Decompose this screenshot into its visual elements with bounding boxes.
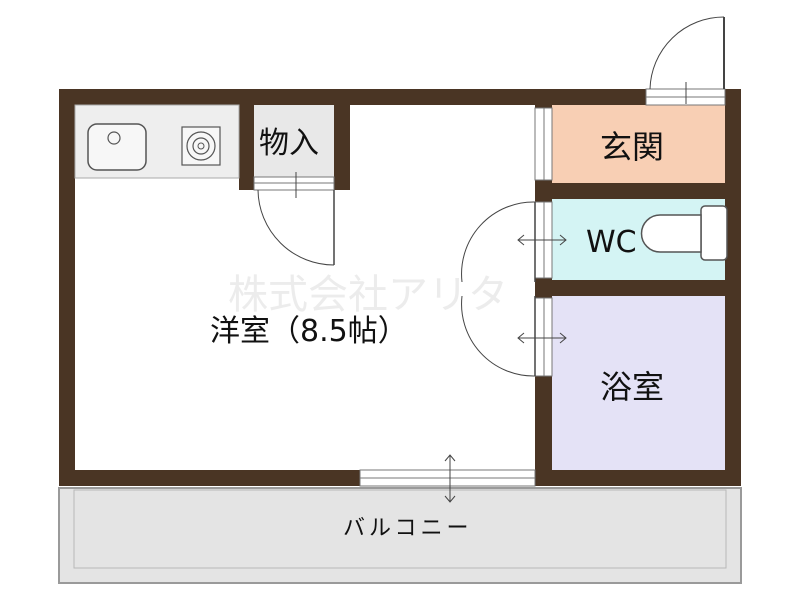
wall-storage-left (239, 105, 254, 190)
wc-door-arrow-head (559, 234, 567, 246)
watermark-text: 株式会社アリタ (228, 272, 508, 318)
stove-burner-inner-icon (192, 137, 210, 155)
stove-icon (181, 126, 221, 166)
wall-wc-bottom (535, 280, 725, 296)
bath-door-swing (461, 295, 536, 377)
entrance-door-swing (649, 16, 725, 90)
western-room-label: 洋室（8.5帖） (210, 314, 408, 349)
wc-door-arrow-tail (517, 234, 525, 246)
wall-top (59, 89, 741, 105)
entrance-label: 玄関 (600, 128, 664, 166)
wc-door-swing (461, 201, 536, 283)
entrance-room (552, 105, 725, 183)
bathroom-room (552, 296, 725, 470)
balcony-label: バルコニー (343, 516, 473, 541)
wall-entrance-bottom (535, 183, 725, 199)
balcony-area (58, 487, 742, 584)
sink-icon (87, 123, 147, 171)
toilet-bowl-icon (640, 214, 702, 253)
bathroom-label: 浴室 (600, 368, 664, 406)
sink-drain-icon (107, 131, 121, 145)
wc-label: WC (586, 225, 637, 260)
wall-left (59, 89, 75, 486)
toilet-tank-icon (700, 205, 728, 261)
balcony-inner-line (73, 489, 727, 569)
wall-right (725, 89, 741, 486)
storage-label: 物入 (259, 126, 319, 161)
bath-door-arrow-tail (517, 332, 525, 344)
wall-storage-right (334, 105, 350, 190)
storage-room (254, 105, 334, 177)
stove-burner-outer-icon (186, 131, 216, 161)
storage-door-swing (257, 189, 335, 266)
balcony-window-arrow-up (444, 454, 456, 462)
balcony-window-arrow-down (444, 495, 456, 503)
stove-burner-center-icon (197, 142, 205, 150)
bath-door-arrow-head (559, 332, 567, 344)
